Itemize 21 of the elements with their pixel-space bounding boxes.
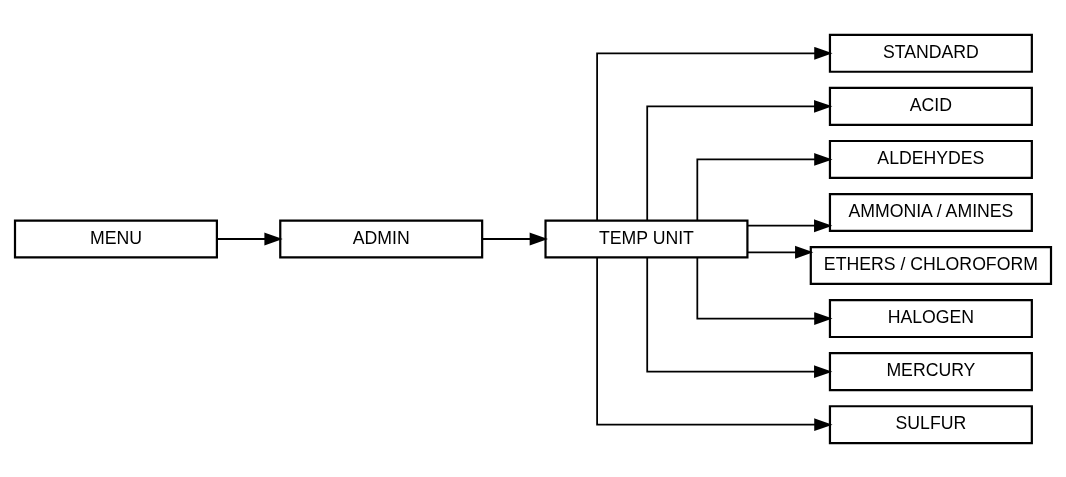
node-box: TEMP UNIT <box>544 218 749 259</box>
arrow <box>481 232 548 245</box>
node-box: ACID <box>828 86 1033 126</box>
arrow <box>746 245 814 259</box>
node-box: STANDARD <box>828 33 1033 73</box>
arrow <box>696 152 833 221</box>
arrow <box>596 46 833 221</box>
arrow <box>216 232 283 245</box>
arrow <box>646 256 833 378</box>
node-box: MENU <box>13 218 218 259</box>
node-box: AMMONIA / AMINES <box>828 192 1033 232</box>
node-box: HALOGEN <box>828 298 1033 338</box>
arrow <box>646 99 833 221</box>
arrow <box>746 218 833 232</box>
arrow <box>596 256 833 431</box>
arrow <box>696 256 833 325</box>
node-box: ETHERS / CHLOROFORM <box>809 245 1053 285</box>
node-box: SULFUR <box>828 404 1033 444</box>
node-box: MERCURY <box>828 351 1033 391</box>
node-box: ADMIN <box>279 218 484 259</box>
node-box: ALDEHYDES <box>828 139 1033 179</box>
